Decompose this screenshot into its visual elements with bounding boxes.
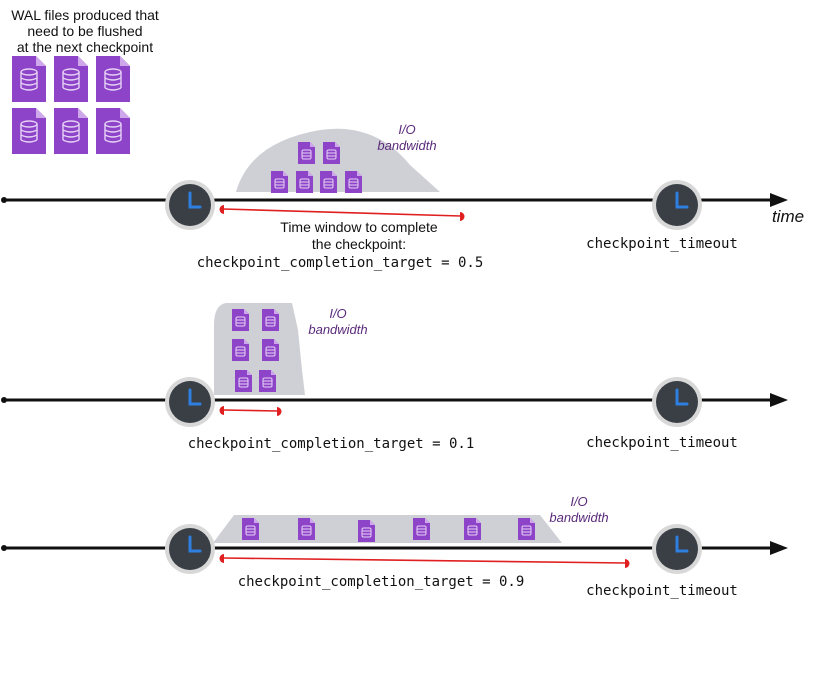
database-file-icon: [258, 369, 277, 393]
completion-target-label: checkpoint_completion_target = 0.9: [238, 574, 525, 590]
checkpoint-window-line: [222, 208, 462, 217]
io-label-line-2: bandwidth: [549, 510, 608, 525]
database-file-icon: [297, 517, 316, 541]
database-file-icon: [295, 170, 314, 194]
wal-header: WAL files produced that need to be flush…: [11, 7, 159, 155]
clock-icon: [650, 178, 704, 232]
scenario-0.5: I/O bandwidth time Time window to comple…: [1, 122, 804, 271]
time-label: time: [772, 207, 804, 226]
scenario-0.1: I/O bandwidth checkpoint_completion_targ…: [1, 303, 788, 452]
database-file-icon: [11, 107, 47, 155]
database-file-icon: [319, 170, 338, 194]
io-label-line-1: I/O: [398, 122, 415, 137]
io-bandwidth-area: [213, 515, 562, 543]
wal-caption-line-3: at the next checkpoint: [17, 39, 153, 55]
scenario-0.9: I/O bandwidth checkpoint_completion_targ…: [1, 494, 788, 599]
clock-icon: [163, 178, 217, 232]
io-label-line-1: I/O: [329, 306, 346, 321]
checkpoint-window-line: [222, 557, 627, 564]
database-file-icon: [231, 308, 250, 332]
database-file-icon: [53, 55, 89, 103]
database-file-icon: [270, 170, 289, 194]
database-file-icon: [11, 55, 47, 103]
database-file-icon: [357, 519, 376, 543]
database-file-icon: [463, 517, 482, 541]
io-label-line-1: I/O: [570, 494, 587, 509]
database-file-icon: [517, 517, 536, 541]
database-file-icon: [53, 107, 89, 155]
io-label-line-2: bandwidth: [377, 138, 436, 153]
database-file-icon: [95, 107, 131, 155]
window-caption-line-1: Time window to complete: [280, 219, 438, 235]
database-file-icon: [344, 170, 363, 194]
io-label-line-2: bandwidth: [308, 322, 367, 337]
completion-target-label: checkpoint_completion_target = 0.1: [188, 436, 475, 452]
database-file-icon: [231, 338, 250, 362]
arrow-right-icon: [770, 541, 788, 555]
database-file-icon: [95, 55, 131, 103]
database-file-icon: [234, 369, 253, 393]
arrow-right-icon: [770, 393, 788, 407]
wal-caption-line-1: WAL files produced that: [11, 7, 159, 23]
clock-icon: [163, 375, 217, 429]
clock-icon: [650, 375, 704, 429]
database-file-icon: [241, 517, 260, 541]
database-file-icon: [261, 338, 280, 362]
database-file-icon: [322, 141, 341, 165]
checkpoint-timeout-label: checkpoint_timeout: [586, 236, 738, 252]
checkpoint-timeout-label: checkpoint_timeout: [586, 435, 738, 451]
window-caption-line-2: the checkpoint:: [312, 236, 406, 252]
database-file-icon: [297, 141, 316, 165]
arrow-right-icon: [770, 193, 788, 207]
database-file-icon: [412, 517, 431, 541]
checkpoint-timeout-label: checkpoint_timeout: [586, 583, 738, 599]
clock-icon: [650, 522, 704, 576]
clock-icon: [163, 522, 217, 576]
completion-target-label: checkpoint_completion_target = 0.5: [197, 255, 484, 271]
database-file-icon: [261, 308, 280, 332]
wal-caption-line-2: need to be flushed: [27, 23, 142, 39]
checkpoint-window-line: [222, 409, 279, 412]
